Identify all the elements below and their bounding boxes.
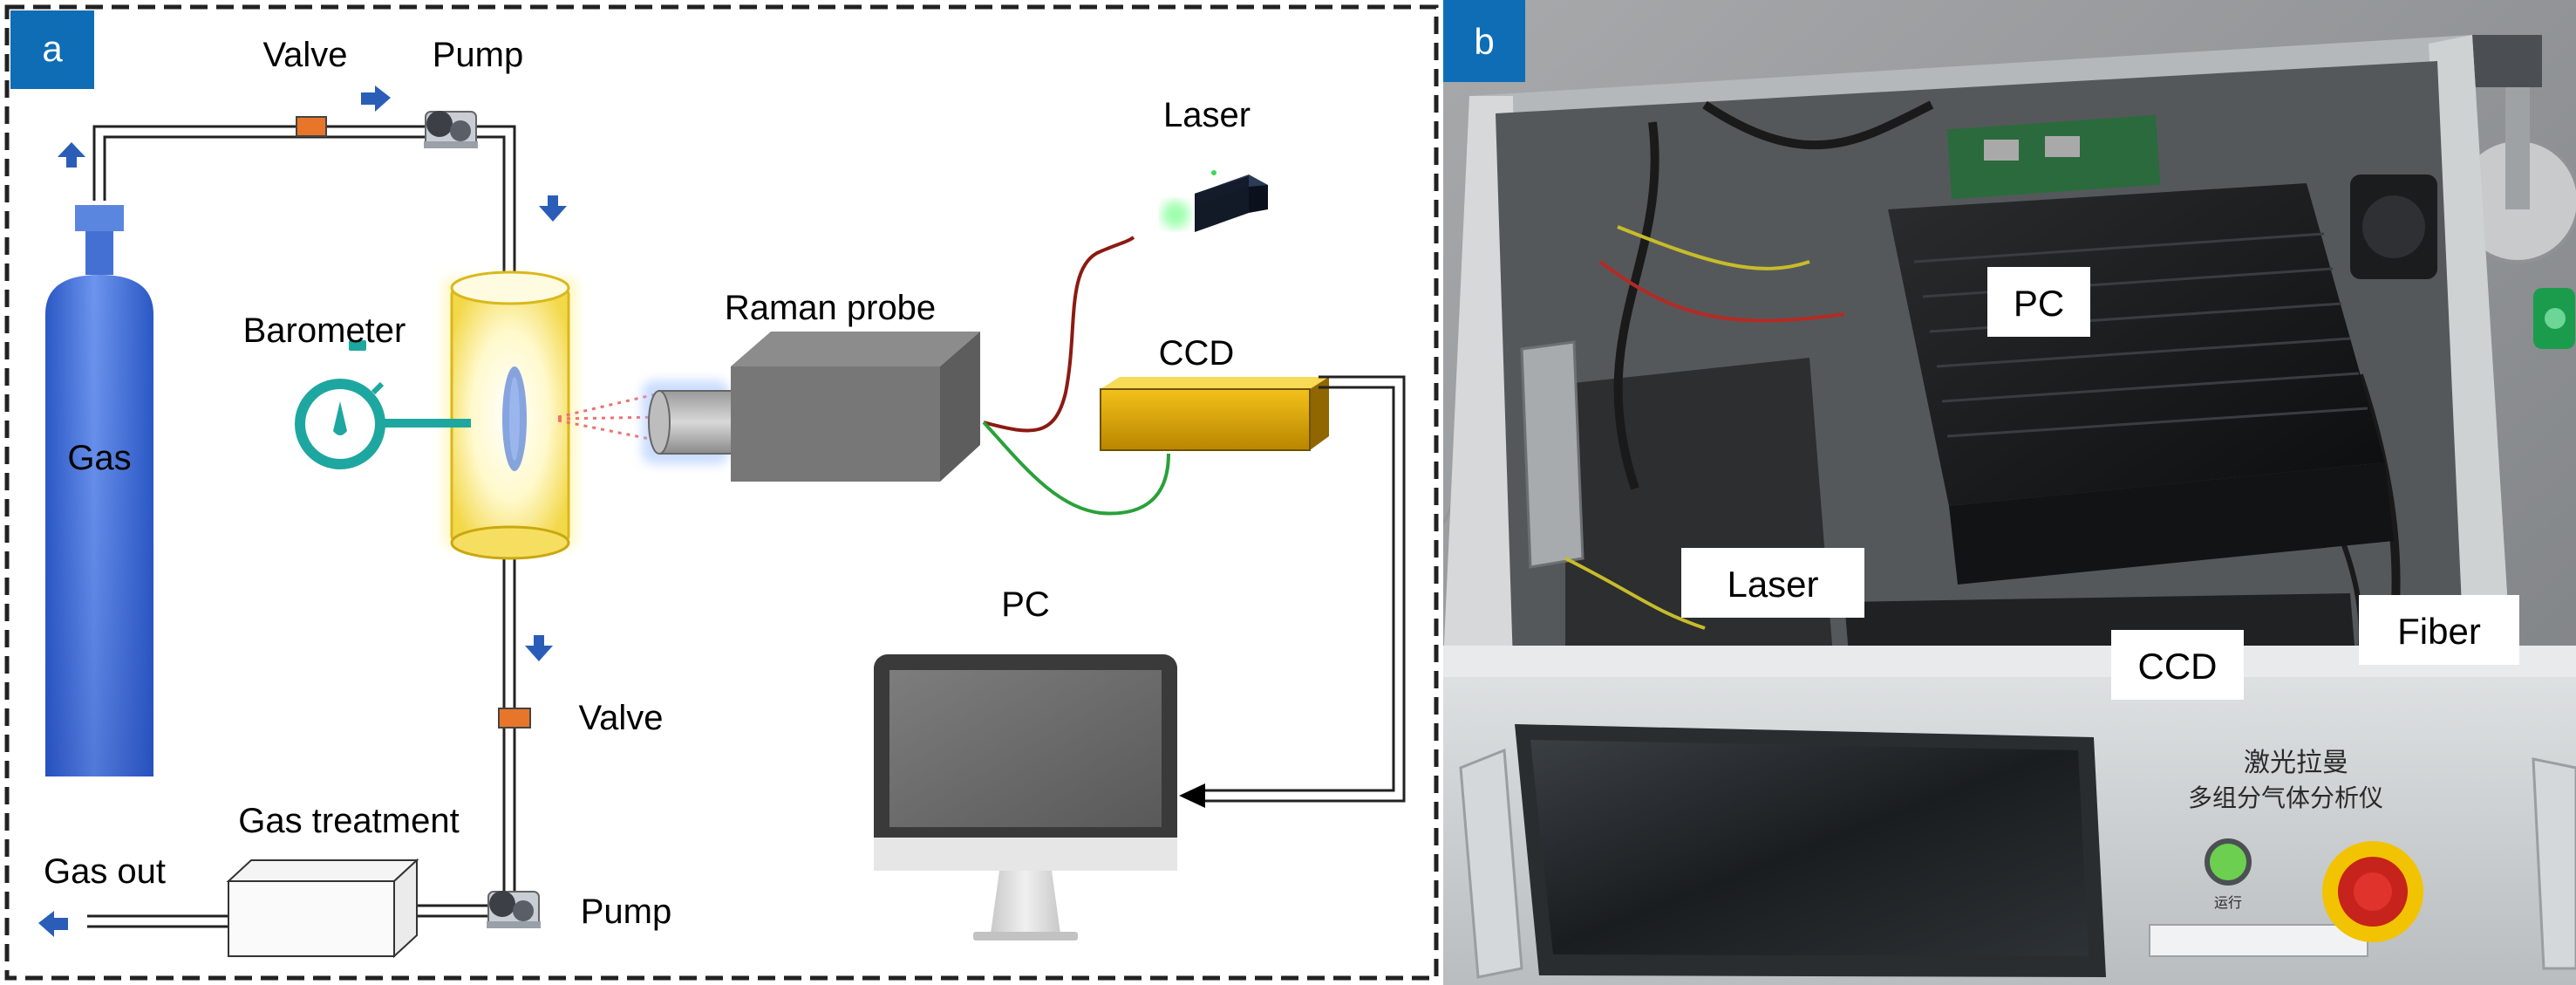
- gas-line-top: [92, 125, 516, 288]
- label-ccd-text: CCD: [2138, 646, 2218, 687]
- valve-top-label: Valve: [262, 36, 347, 74]
- gas-label: Gas: [67, 439, 131, 477]
- valve-bottom-label: Valve: [578, 699, 663, 737]
- pump-bottom-label: Pump: [581, 893, 672, 931]
- ccd-device: [1100, 377, 1329, 451]
- pump-top-label: Pump: [433, 36, 524, 74]
- pc-monitor: [874, 654, 1177, 941]
- gas-treatment-label: Gas treatment: [238, 802, 459, 840]
- barometer-icon: [295, 340, 471, 469]
- label-fiber-text: Fiber: [2397, 611, 2481, 652]
- pc-input-arrow-icon: [1179, 783, 1205, 808]
- label-fiber: Fiber: [2359, 595, 2519, 665]
- panel-b-badge-label: b: [1474, 21, 1494, 62]
- front-panel: [1443, 646, 2576, 985]
- panel-title-line2: 多组分气体分析仪: [2188, 784, 2383, 811]
- panel-a-schematic: a Gas Valve Pump: [4, 4, 1439, 981]
- panel-b-photo: 激光拉曼 多组分气体分析仪 运行 PC Laser CCD Fiber b: [1443, 0, 2576, 985]
- gas-cylinder: Gas: [45, 205, 153, 776]
- raman-probe-label: Raman probe: [725, 289, 936, 327]
- flow-arrow-right-icon: [361, 86, 391, 112]
- label-pc-text: PC: [2014, 283, 2064, 324]
- gas-cell: [443, 270, 577, 560]
- flow-arrow-left-icon: [38, 911, 68, 937]
- ccd-pc-cable: [1196, 375, 1406, 803]
- ccd-fiber: [982, 421, 1170, 516]
- gas-out-label: Gas out: [44, 852, 166, 891]
- laser-fiber: [983, 236, 1135, 433]
- valve-bottom-icon: [498, 708, 531, 728]
- pc-box: [1888, 183, 2394, 585]
- label-laser-text: Laser: [1727, 564, 1818, 605]
- run-button-label: 运行: [2214, 895, 2242, 911]
- laser-icon: [1162, 170, 1268, 232]
- label-pc: PC: [1987, 267, 2090, 337]
- valve-top-icon: [296, 116, 327, 137]
- flow-arrow-up-icon: [58, 142, 85, 168]
- run-button[interactable]: [2205, 838, 2252, 886]
- gas-treatment-box: [226, 858, 419, 959]
- pump-top-icon: [424, 111, 478, 148]
- label-laser: Laser: [1681, 548, 1864, 618]
- ccd-label: CCD: [1159, 334, 1235, 373]
- barometer-label: Barometer: [243, 311, 406, 350]
- flow-arrow-down-lower-icon: [525, 635, 553, 661]
- panel-title-line1: 激光拉曼: [2244, 749, 2348, 777]
- flow-arrow-down-icon: [539, 195, 567, 222]
- panel-a-frame: [4, 4, 1439, 981]
- pc-label: PC: [1001, 585, 1050, 624]
- panel-b-badge: [1443, 0, 1525, 82]
- pump-bottom-icon: [487, 891, 541, 928]
- panel-a-badge-label: a: [42, 28, 63, 69]
- laser-label: Laser: [1163, 96, 1251, 134]
- raman-probe: [642, 332, 980, 482]
- panel-a-badge: [10, 10, 94, 89]
- label-ccd: CCD: [2111, 630, 2244, 700]
